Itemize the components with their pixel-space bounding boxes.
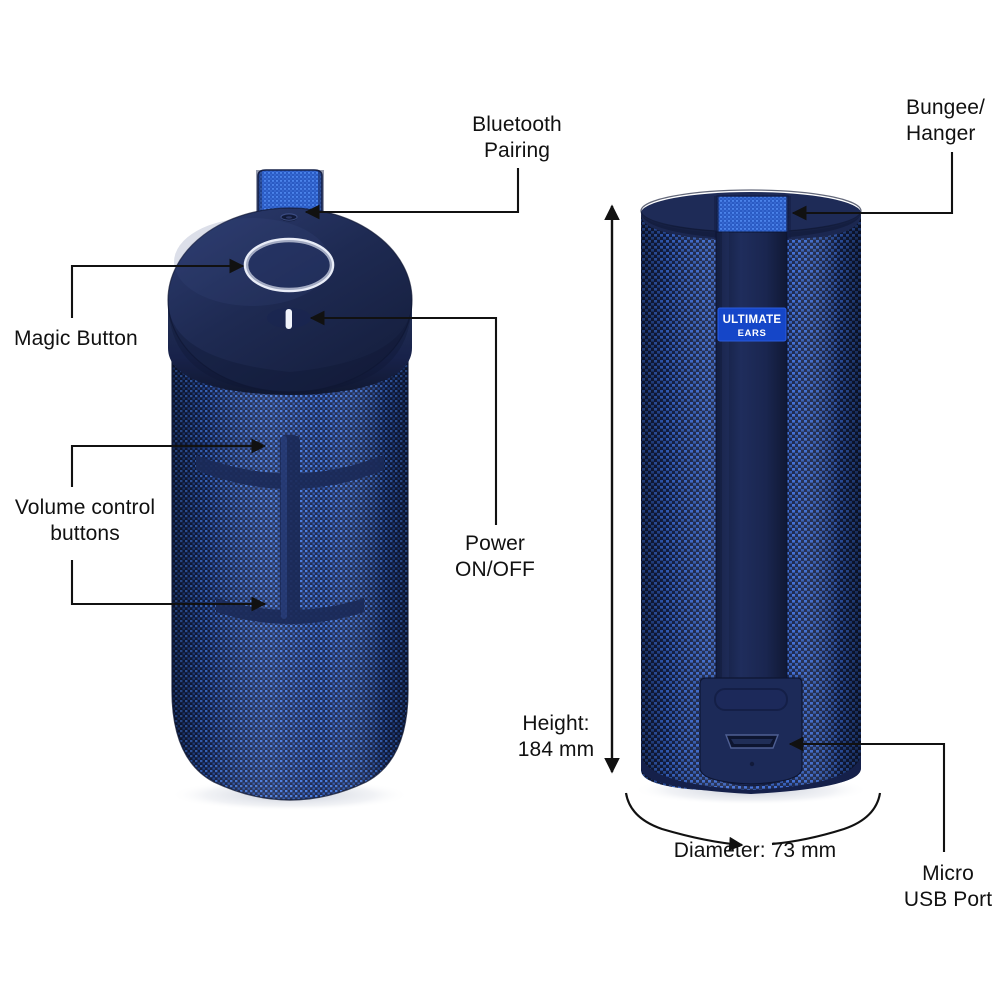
speaker-front-view xyxy=(167,169,413,811)
diameter-arc-right xyxy=(771,792,882,846)
leader-volume-minus xyxy=(70,560,267,612)
leader-bluetooth-pairing xyxy=(304,168,520,220)
brand-badge-line1: ULTIMATE xyxy=(723,314,782,326)
dimension-label-diameter: Diameter: 73 mm xyxy=(673,839,837,862)
callout-label-power-on-off: Power ON/OFF xyxy=(455,532,535,581)
leader-magic-button xyxy=(70,258,245,318)
bluetooth-pairing-button[interactable] xyxy=(280,213,298,222)
dimension-indicators xyxy=(604,204,882,852)
callout-label-bluetooth-pairing: Bluetooth Pairing xyxy=(472,113,562,162)
leader-bungee-hanger xyxy=(791,152,954,221)
diameter-arc-left xyxy=(624,792,744,852)
callout-label-bungee-hanger: Bungee/ Hanger xyxy=(906,96,985,145)
bungee-loop-left xyxy=(256,169,324,216)
port-panel xyxy=(699,677,803,785)
magic-button[interactable] xyxy=(243,237,335,293)
speaker-body-mesh-left xyxy=(171,359,409,801)
dimension-label-height: Height: 184 mm xyxy=(517,712,595,761)
speaker-back-view: ULTIMATE EARS xyxy=(633,189,869,805)
bungee-hanger-strap[interactable] xyxy=(714,195,791,239)
speaker-top-cap xyxy=(167,207,413,395)
leader-volume-plus xyxy=(70,438,267,487)
callout-leader-lines xyxy=(70,152,954,852)
micro-usb-port[interactable] xyxy=(724,734,780,767)
leader-micro-usb xyxy=(788,736,946,852)
volume-control-buttons-relief[interactable] xyxy=(196,435,384,624)
leader-power xyxy=(309,310,498,525)
brand-badge-line2: EARS xyxy=(738,328,767,339)
callout-label-volume-control-buttons: Volume control buttons xyxy=(14,496,156,545)
brand-badge: ULTIMATE EARS xyxy=(717,307,787,342)
callout-label-magic-button: Magic Button xyxy=(14,327,138,350)
callout-label-micro-usb-port: Micro USB Port xyxy=(903,862,993,911)
power-button[interactable] xyxy=(267,308,311,329)
